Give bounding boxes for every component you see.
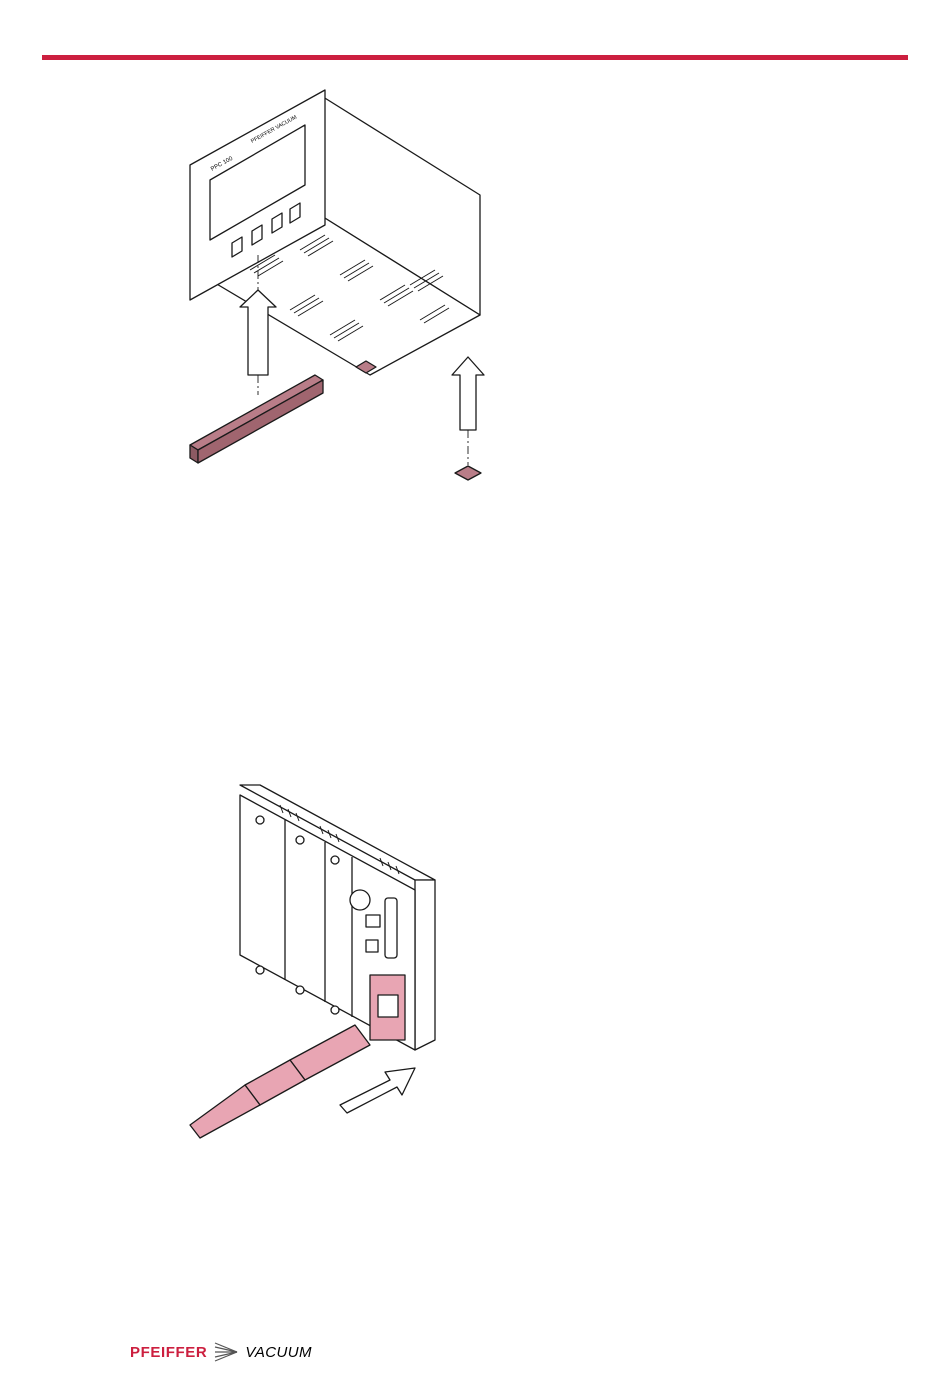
foot-strip-front bbox=[198, 380, 323, 463]
mains-plug bbox=[290, 1025, 370, 1080]
logo-brand-text: PFEIFFER bbox=[130, 1344, 207, 1361]
connector-rj45 bbox=[366, 915, 380, 927]
power-socket bbox=[378, 995, 398, 1017]
foot-strip bbox=[190, 375, 323, 450]
insert-arrow bbox=[340, 1068, 415, 1113]
connector-usb bbox=[366, 940, 378, 952]
logo-sub-text: VACUUM bbox=[245, 1344, 312, 1361]
arrow-left bbox=[240, 290, 276, 375]
mains-cord bbox=[190, 1085, 260, 1138]
header-rule bbox=[42, 55, 908, 60]
connector-round bbox=[350, 890, 370, 910]
logo-mark-icon bbox=[213, 1341, 239, 1363]
figure-mount-feet: PPC 100 PFEIFFER VACUUM bbox=[180, 85, 500, 495]
connector-dsub bbox=[385, 898, 397, 958]
loose-foot bbox=[455, 466, 481, 480]
figure-mains-connection bbox=[180, 780, 460, 1140]
arrow-right bbox=[452, 357, 484, 430]
housing-side bbox=[415, 880, 435, 1050]
brand-logo: PFEIFFER VACUUM bbox=[130, 1336, 312, 1368]
